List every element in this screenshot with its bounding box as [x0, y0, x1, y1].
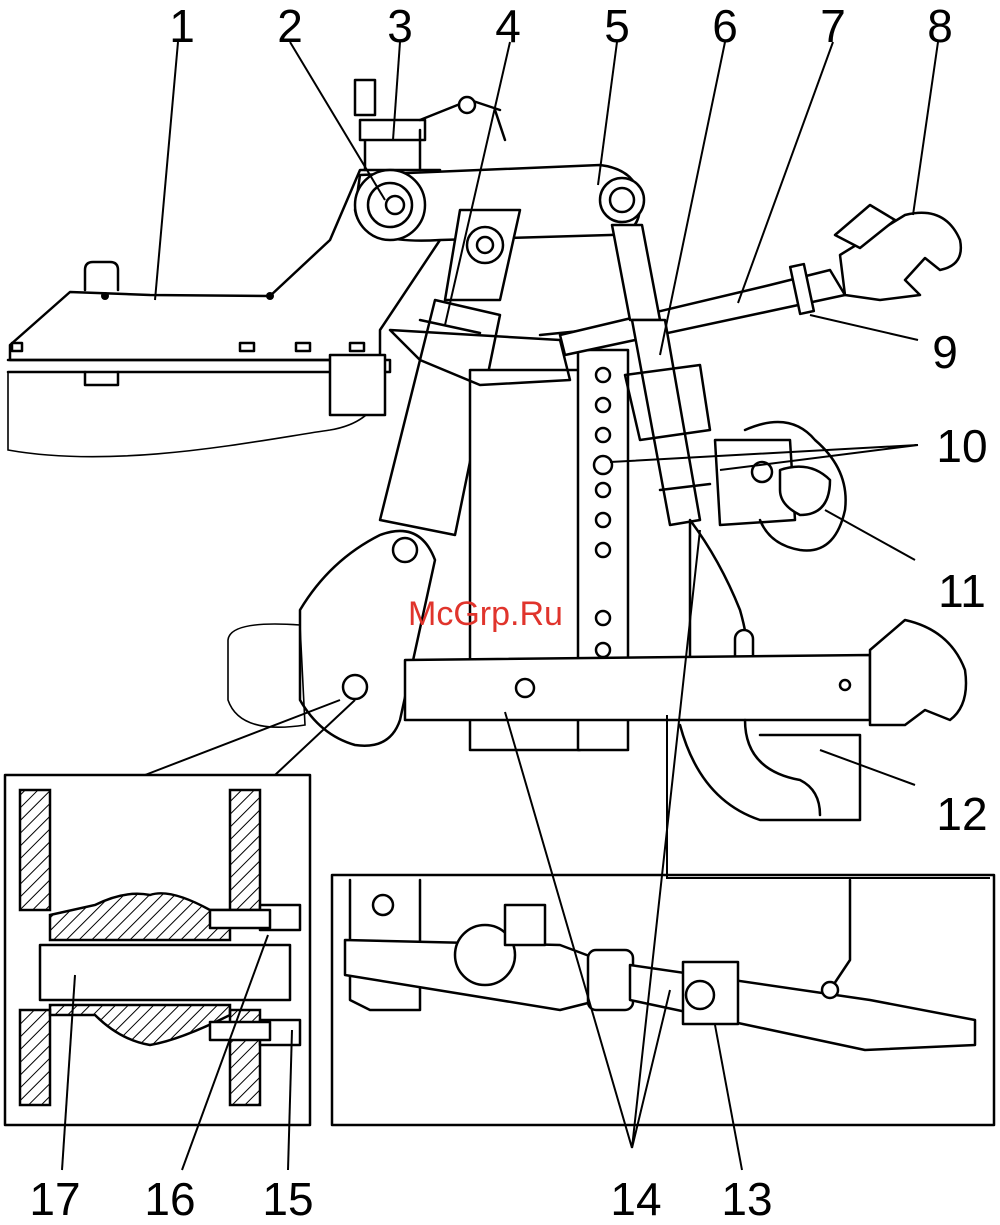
callout-5: 5: [604, 0, 630, 52]
callout-1: 1: [169, 0, 195, 52]
callout-2: 2: [277, 0, 303, 52]
callout-8: 8: [927, 0, 953, 52]
callout-10: 10: [936, 420, 987, 472]
callout-6: 6: [712, 0, 738, 52]
callout-16: 16: [144, 1173, 195, 1225]
inset-section: [5, 700, 355, 1125]
callout-12: 12: [936, 788, 987, 840]
callout-14: 14: [610, 1173, 661, 1225]
callout-15: 15: [262, 1173, 313, 1225]
side-bracket: [715, 422, 846, 551]
callout-9: 9: [932, 326, 958, 378]
callout-4: 4: [495, 0, 521, 52]
watermark-text: McGrp.Ru: [408, 595, 563, 633]
callout-13: 13: [721, 1173, 772, 1225]
callout-17: 17: [29, 1173, 80, 1225]
callout-3: 3: [387, 0, 413, 52]
callout-7: 7: [820, 0, 846, 52]
callout-11: 11: [938, 565, 986, 617]
